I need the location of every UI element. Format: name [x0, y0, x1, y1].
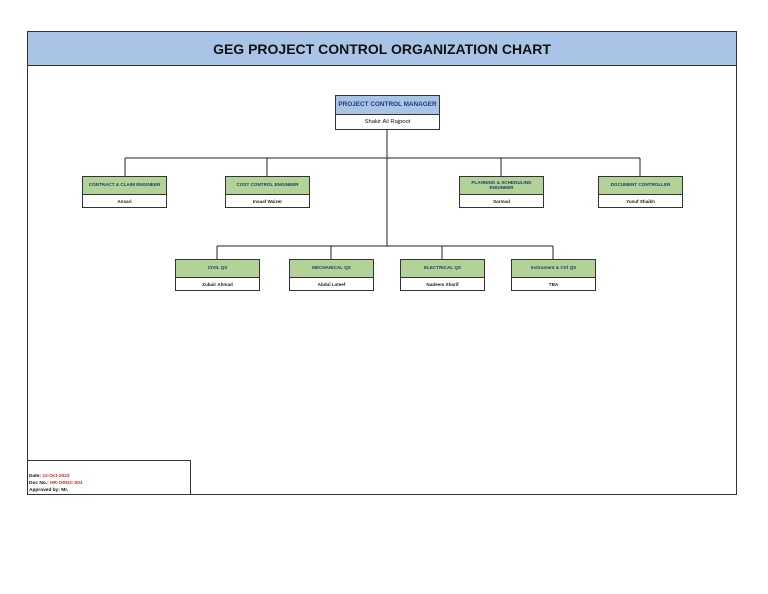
footer-approved-label: Approved by:: [29, 488, 60, 493]
node-role: Instrument & Ctrl QS: [512, 260, 595, 278]
footer-date-label: Date:: [29, 474, 41, 479]
node-role: PROJECT CONTROL MANAGER: [336, 96, 439, 115]
node-role: COST CONTROL ENGINEER: [226, 177, 309, 195]
node-planning-scheduling-engineer: PLANNING & SCHEDULING ENGINEER Sarmad: [459, 176, 544, 208]
node-instrument-ctrl-qs: Instrument & Ctrl QS TBA: [511, 259, 596, 291]
node-document-controller: DOCUMENT CONTROLLER Yusuf Shaikh: [598, 176, 683, 208]
footer-doc-line: Doc No.: HR-ORGC-001: [29, 481, 83, 486]
node-role: CONTRACT & CLAIM ENGINEER: [83, 177, 166, 195]
document-info-box: Date: 12-Oct-2023 Doc No.: HR-ORGC-001 A…: [28, 460, 191, 495]
node-cost-control-engineer: COST CONTROL ENGINEER Insaaf Waizer: [225, 176, 310, 208]
node-mechanical-qs: MECHANICAL QS Abdul Lateef: [289, 259, 374, 291]
footer-date-value: 12-Oct-2023: [42, 474, 70, 479]
node-role: PLANNING & SCHEDULING ENGINEER: [460, 177, 543, 195]
node-contract-claim-engineer: CONTRACT & CLAIM ENGINEER Ansari: [82, 176, 167, 208]
footer-approved-line: Approved by: Mr.: [29, 488, 68, 493]
node-name: Abdul Lateef: [317, 281, 346, 287]
node-name: Sarmad: [493, 198, 510, 204]
node-civil-qs: CIVIL QS Zubair Ahmad: [175, 259, 260, 291]
chart-title: GEG PROJECT CONTROL ORGANIZATION CHART: [213, 40, 551, 57]
node-role: DOCUMENT CONTROLLER: [599, 177, 682, 195]
node-name: Yusuf Shaikh: [626, 198, 655, 204]
node-role: ELECTRICAL QS: [401, 260, 484, 278]
node-name: Nadeem Sharif: [426, 281, 459, 287]
node-name: Insaaf Waizer: [252, 198, 283, 204]
node-project-control-manager: PROJECT CONTROL MANAGER Shakir Ali Rajpo…: [335, 95, 440, 130]
node-name: TBA: [548, 281, 559, 287]
footer-date-line: Date: 12-Oct-2023: [29, 474, 70, 479]
footer-approved-value: Mr.: [61, 488, 69, 493]
chart-header: GEG PROJECT CONTROL ORGANIZATION CHART: [28, 32, 736, 66]
node-role: MECHANICAL QS: [290, 260, 373, 278]
node-name: Zubair Ahmad: [202, 281, 233, 287]
footer-doc-value: HR-ORGC-001: [50, 481, 83, 486]
node-electrical-qs: ELECTRICAL QS Nadeem Sharif: [400, 259, 485, 291]
org-chart-sheet: GEG PROJECT CONTROL ORGANIZATION CHART P…: [27, 31, 737, 495]
node-role: CIVIL QS: [176, 260, 259, 278]
node-name: Ansari: [117, 198, 132, 204]
footer-doc-label: Doc No.:: [29, 481, 49, 486]
connector-lines: [124, 128, 641, 259]
node-name: Shakir Ali Rajpoot: [364, 119, 411, 125]
